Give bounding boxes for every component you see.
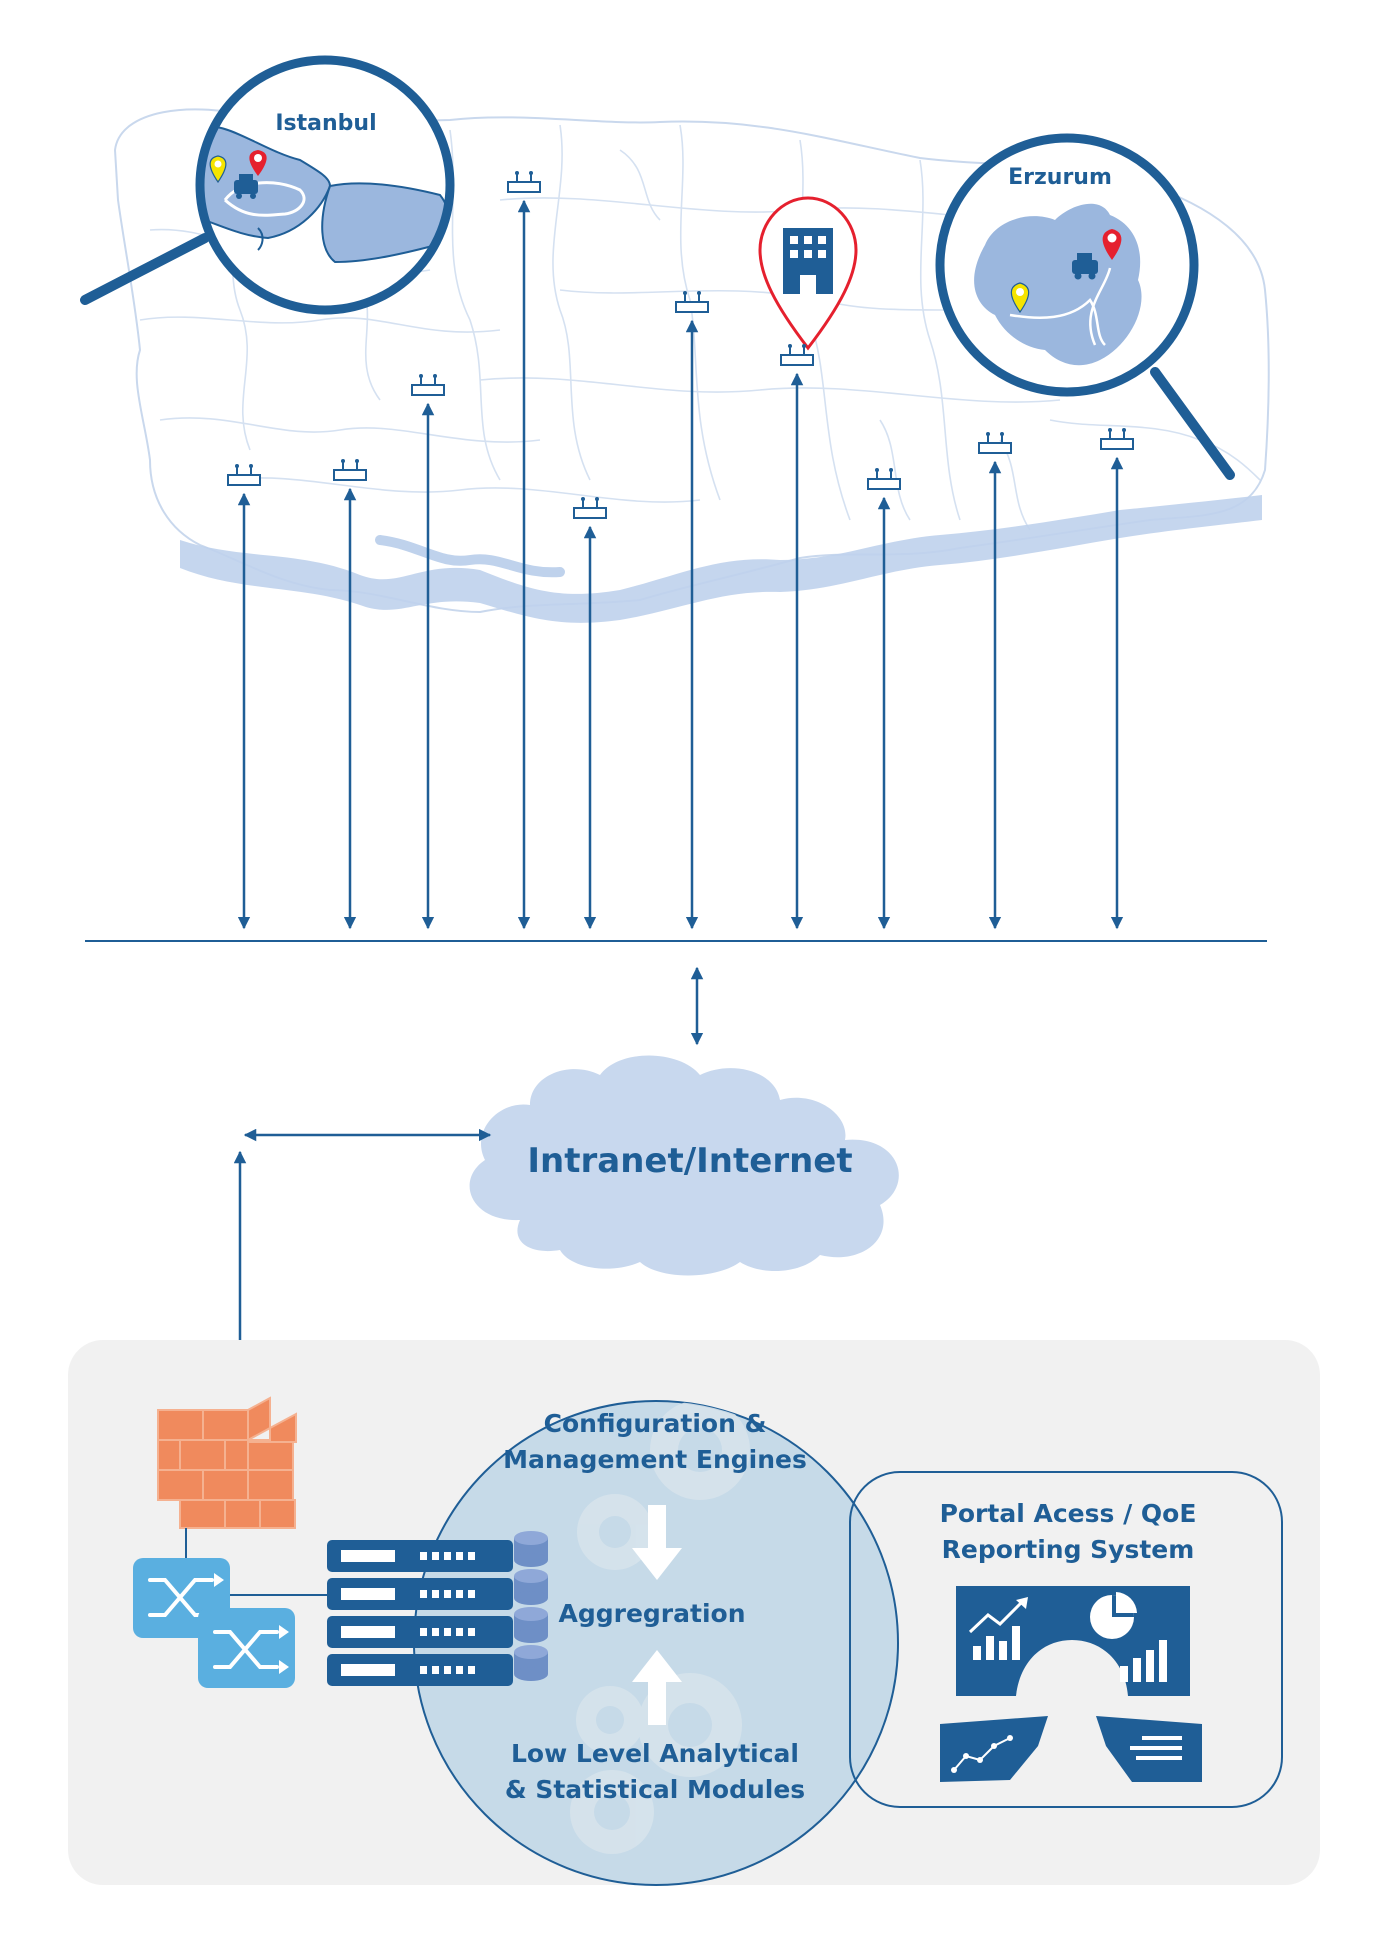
gear-icon (650, 1401, 750, 1500)
building-icon (783, 228, 833, 294)
bar-chart-icon (1120, 1640, 1167, 1682)
router-icon (507, 171, 541, 193)
router-icon (573, 497, 607, 519)
portal-label: Portal Acess / QoE (940, 1499, 1197, 1528)
database-icon (514, 1645, 548, 1681)
router-icon (867, 468, 901, 490)
server-rack (327, 1531, 548, 1686)
server-unit-icon (327, 1578, 513, 1610)
pie-chart-icon (1090, 1592, 1137, 1639)
line-graph-panel-icon (940, 1716, 1048, 1782)
router-icon (675, 291, 709, 313)
headquarters-building-pin (758, 196, 858, 351)
lowlevel-modules-label-line2: & Statistical Modules (505, 1775, 805, 1804)
router-icon (780, 344, 814, 366)
server-unit-icon (327, 1616, 513, 1648)
gear-icon (576, 1686, 644, 1754)
database-icon (514, 1531, 548, 1567)
vehicle-icon (1072, 253, 1098, 280)
lowlevel-modules-label: Low Level Analytical (511, 1739, 799, 1768)
aggregation-label: Aggregration (558, 1599, 745, 1628)
dashboard-icon (956, 1586, 1190, 1696)
erzurum-label: Erzurum (1008, 165, 1112, 190)
router-icon (411, 374, 445, 396)
rising-chart-icon (968, 1597, 1028, 1660)
gear-icon (577, 1494, 653, 1570)
portal-label-line2: Reporting System (942, 1535, 1195, 1564)
router-icon (978, 432, 1012, 454)
database-icon (514, 1607, 548, 1643)
server-unit-icon (327, 1654, 513, 1686)
red-location-pin-icon (249, 150, 267, 176)
red-location-pin-icon (1102, 229, 1122, 260)
intranet-cloud: Intranet/Internet (469, 1055, 899, 1276)
database-icon (514, 1569, 548, 1605)
router-icon (333, 459, 367, 481)
router-icon (227, 464, 261, 486)
istanbul-label: Istanbul (275, 111, 376, 136)
down-arrow-icon (632, 1505, 682, 1580)
istanbul-magnifier: Istanbul (80, 55, 455, 315)
config-engines-label-line2: Management Engines (503, 1445, 807, 1474)
server-unit-icon (327, 1540, 513, 1572)
text-report-panel-icon (1096, 1716, 1202, 1782)
base-stations (227, 171, 1134, 930)
config-engines-label: Configuration & (544, 1409, 767, 1438)
router-icon (1100, 428, 1134, 450)
firewall-icon (157, 1396, 297, 1529)
vehicle-icon (234, 174, 258, 199)
processing-circle: Configuration & Management Engines Aggre… (413, 1400, 899, 1886)
yellow-location-pin-icon (1010, 282, 1030, 314)
yellow-location-pin-icon (209, 155, 227, 184)
erzurum-magnifier: Erzurum (935, 133, 1235, 480)
up-arrow-icon (632, 1650, 682, 1725)
network-switch-icon (198, 1608, 295, 1688)
gear-icon (570, 1770, 654, 1854)
portal-reporting-box: Portal Acess / QoE Reporting System (849, 1471, 1283, 1808)
cloud-label: Intranet/Internet (527, 1141, 852, 1181)
